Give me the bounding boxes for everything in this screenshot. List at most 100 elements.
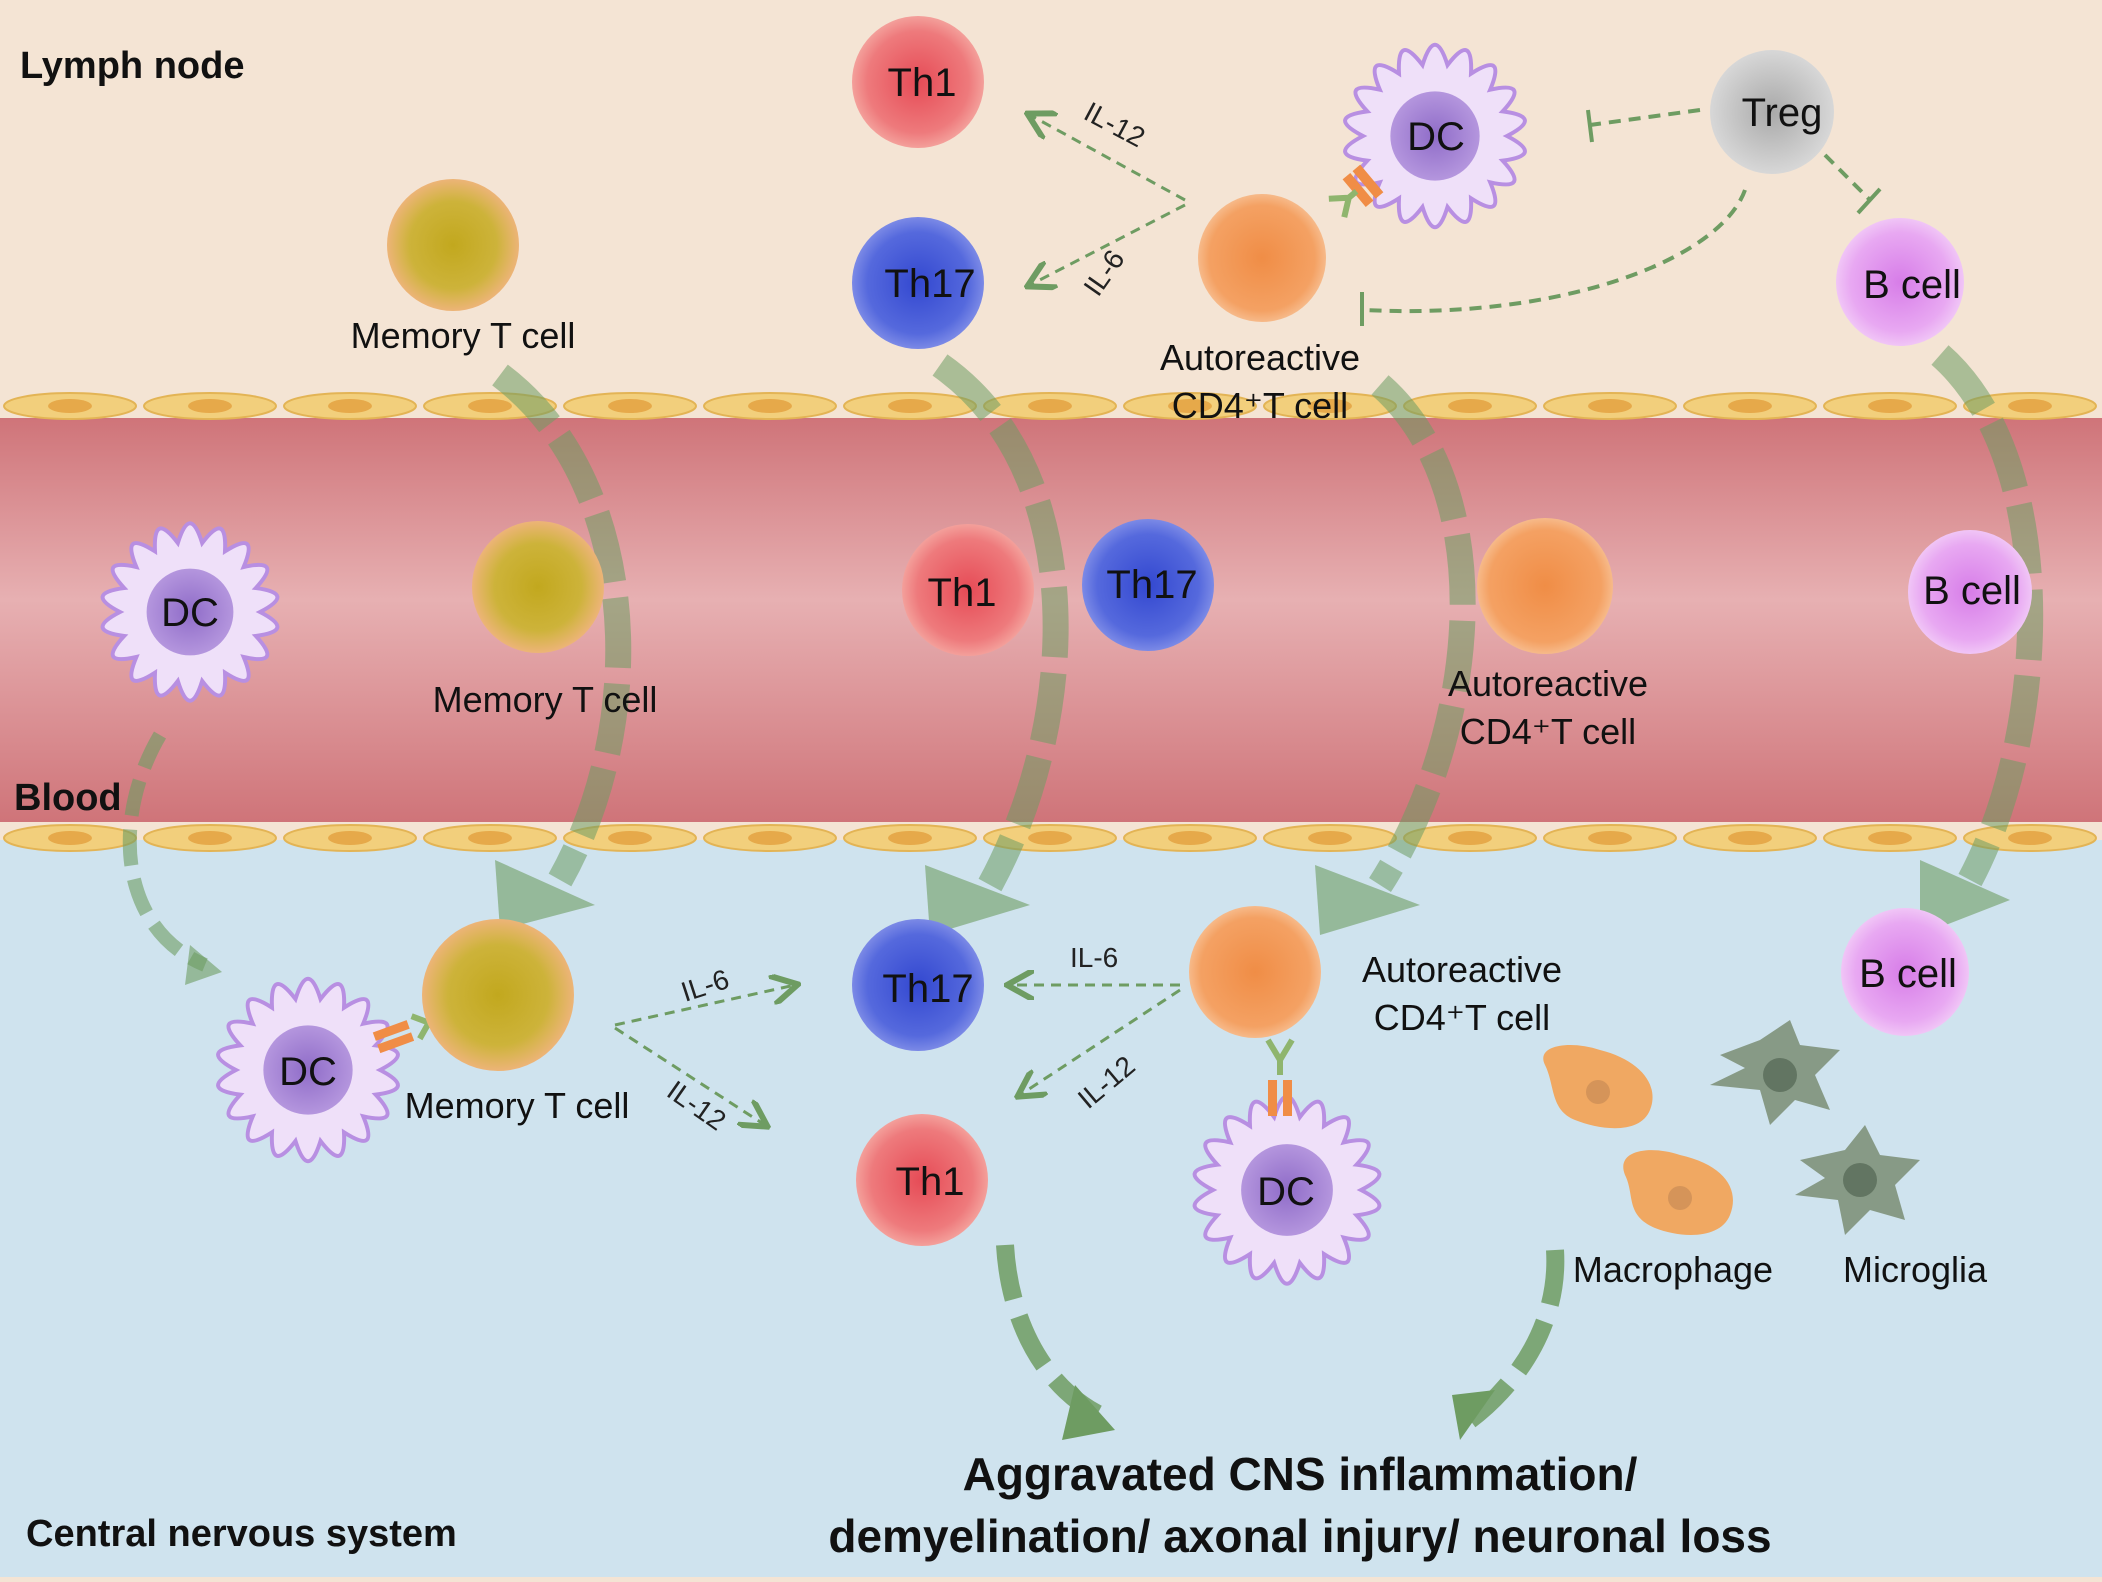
dc-label-blood: DC (161, 591, 219, 635)
dc-migration-arrow (122, 731, 208, 972)
autoreactive-label-cns-2: CD4⁺T cell (1374, 997, 1550, 1038)
endothelial-nucleus (1168, 831, 1212, 845)
autoreactive-label-blood-2: CD4⁺T cell (1460, 711, 1636, 752)
inhibition-bars (1360, 109, 1882, 326)
b-cell-lymph[interactable]: B cell (1836, 218, 1964, 346)
th1-label-blood: Th1 (928, 571, 997, 615)
dendritic-cell[interactable] (216, 976, 400, 1164)
outcome-arrowhead-left (1062, 1385, 1115, 1440)
lymph-node-label: Lymph node (20, 45, 244, 87)
th17-cell-blood[interactable]: Th17 (1082, 519, 1214, 651)
th1-cell-lymph[interactable]: Th1 (852, 16, 984, 148)
dc-migration-arrowhead (185, 945, 222, 985)
tcr-mhc-receptors (372, 164, 1384, 1116)
endothelial-nucleus (1448, 399, 1492, 413)
endothelial-nucleus (888, 399, 932, 413)
microglia-label: Microglia (1843, 1249, 1988, 1290)
dc-nucleus (1390, 91, 1480, 181)
endothelial-nucleus (608, 831, 652, 845)
endothelial-nucleus (1448, 831, 1492, 845)
migration-arrow-th17 (932, 354, 1069, 892)
endothelial-nucleus (1588, 831, 1632, 845)
dc-nucleus (263, 1025, 353, 1115)
migration-arrow-memory (492, 364, 632, 887)
b-cell-label-blood: B cell (1923, 569, 2021, 613)
autoreactive-label-lymph-1: Autoreactive (1160, 337, 1360, 378)
cns-region (0, 840, 2102, 1577)
memory-t-label-cns: Memory T cell (405, 1085, 630, 1126)
macrophages (1543, 1045, 1733, 1235)
autoreactive-cell-lymph[interactable] (1198, 194, 1326, 322)
endothelial-nucleus (608, 399, 652, 413)
endothelial-nucleus (888, 831, 932, 845)
dc-label-lymph: DC (1407, 115, 1465, 159)
endothelial-nucleus (748, 399, 792, 413)
dendritic-cell[interactable] (1343, 42, 1527, 230)
autoreactive-cell-blood[interactable] (1477, 518, 1613, 654)
b-cell-cns[interactable]: B cell (1841, 908, 1969, 1036)
endothelial-nucleus (1868, 399, 1912, 413)
th17-label-cns: Th17 (882, 967, 973, 1011)
dendritic-cell[interactable] (100, 521, 280, 703)
dc-label-cns-right: DC (1257, 1170, 1315, 1214)
autoreactive-label-lymph-2: CD4⁺T cell (1172, 385, 1348, 426)
treg-cell[interactable]: Treg (1710, 50, 1834, 174)
endothelial-nucleus (48, 399, 92, 413)
memory-t-cell-blood[interactable] (472, 521, 604, 653)
endothelial-nucleus (1728, 831, 1772, 845)
dendritic-cell[interactable] (1192, 1094, 1382, 1286)
memory-t-cell-lymph[interactable] (387, 179, 519, 311)
autoreactive-label-cns-1: Autoreactive (1362, 949, 1562, 990)
dc-label-cns-left: DC (279, 1050, 337, 1094)
endothelial-nucleus (2008, 399, 2052, 413)
endothelial-nucleus (2008, 831, 2052, 845)
endothelial-nucleus (1028, 831, 1072, 845)
dc-layer (100, 42, 1527, 1286)
migration-arrow-autoreactive (1369, 375, 1476, 893)
b-cell-label-lymph: B cell (1863, 263, 1961, 307)
memory-t-cell-cns[interactable] (422, 919, 574, 1071)
endothelial-nucleus (1308, 399, 1352, 413)
endothelial-nucleus (48, 831, 92, 845)
endothelial-nucleus (1308, 831, 1352, 845)
th17-label: Th17 (884, 262, 975, 306)
dc-nucleus (1241, 1144, 1333, 1236)
dc-nucleus (146, 568, 234, 656)
b-cell-label-cns: B cell (1859, 952, 1957, 996)
blood-label: Blood (14, 777, 122, 819)
endothelial-nucleus (1028, 399, 1072, 413)
th1-cell-cns[interactable]: Th1 (856, 1114, 988, 1246)
endothelial-nucleus (1728, 399, 1772, 413)
outcome-arrow-right (1464, 1249, 1565, 1428)
th1-label: Th1 (888, 61, 957, 105)
autoreactive-label-blood-1: Autoreactive (1448, 663, 1648, 704)
b-cell-blood[interactable]: B cell (1908, 530, 2032, 654)
th17-cell-lymph[interactable]: Th17 (852, 217, 984, 349)
endothelial-nucleus (328, 831, 372, 845)
macrophage-label: Macrophage (1573, 1249, 1773, 1290)
th17-label-blood: Th17 (1106, 563, 1197, 607)
endothelium-bottom (3, 824, 2097, 852)
th1-cell-blood[interactable]: Th1 (902, 524, 1034, 656)
cns-label: Central nervous system (26, 1513, 457, 1555)
endothelium-top (3, 392, 2097, 420)
outcome-line-2: demyelination/ axonal injury/ neuronal l… (828, 1510, 1771, 1562)
outcome-arrowhead-right (1452, 1390, 1495, 1440)
memory-t-label-blood: Memory T cell (433, 679, 658, 720)
endothelial-nucleus (188, 831, 232, 845)
cytokine-arrows (614, 115, 1186, 1125)
th17-cell-cns[interactable]: Th17 (852, 919, 984, 1051)
endothelial-nucleus (468, 399, 512, 413)
treg-inhibition-lines (1364, 108, 1872, 314)
autoreactive-cell-cns[interactable] (1189, 906, 1321, 1038)
endothelial-nucleus (1168, 399, 1212, 413)
microglia (1710, 1020, 1920, 1235)
endothelial-nucleus (748, 831, 792, 845)
treg-label: Treg (1742, 91, 1823, 135)
endothelial-nucleus (1868, 831, 1912, 845)
endothelial-nucleus (328, 399, 372, 413)
memory-t-label-lymph: Memory T cell (351, 315, 576, 356)
endothelial-nucleus (468, 831, 512, 845)
